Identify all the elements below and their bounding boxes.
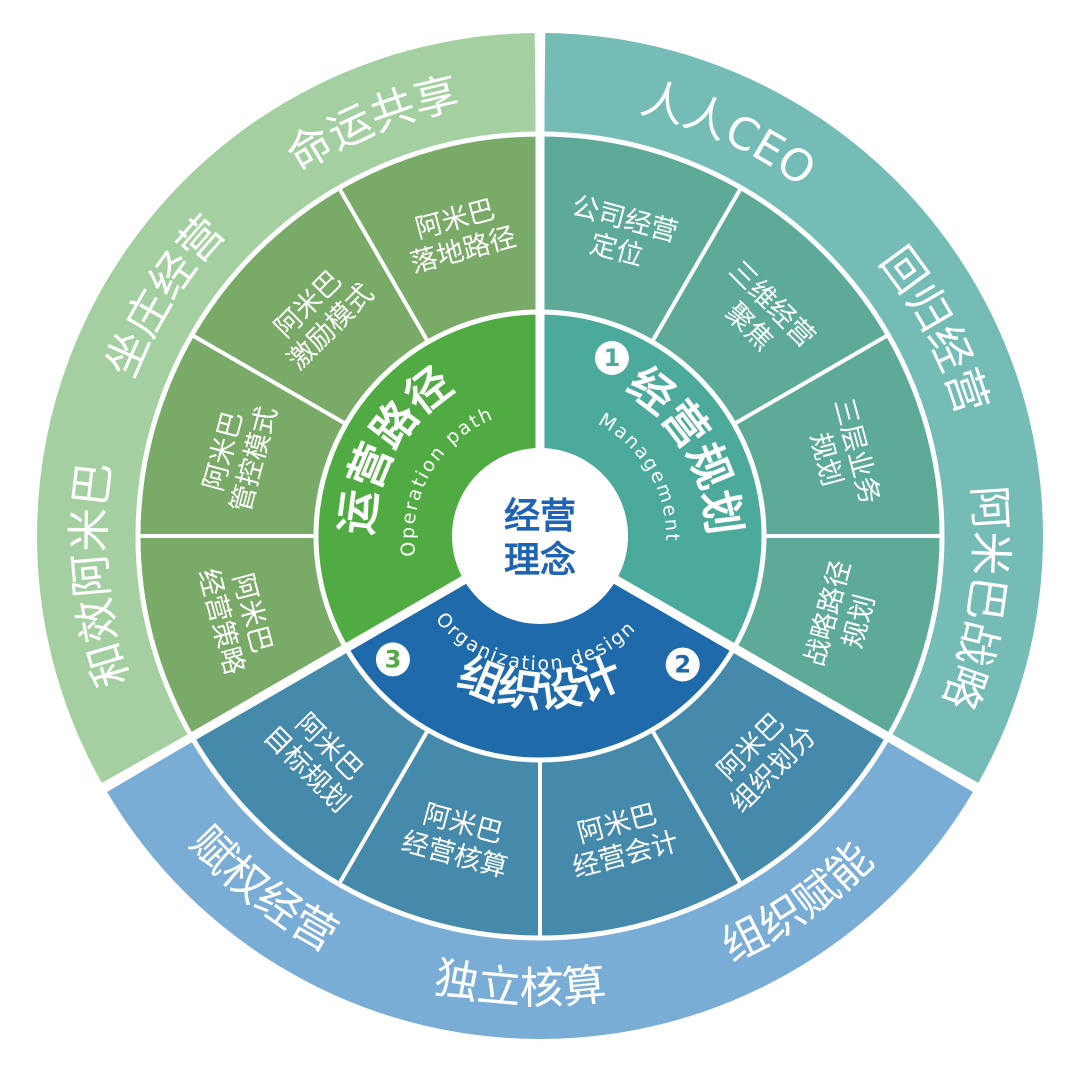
outer-ring-management [544, 33, 1043, 783]
cell-divider [338, 730, 429, 884]
center-hub [458, 454, 622, 618]
cell-divider [651, 730, 742, 884]
sector-separator [96, 575, 468, 795]
number-badge-text: 3 [385, 645, 402, 673]
outer-ring-organization [107, 741, 973, 1040]
mid-ring-operation [140, 136, 538, 733]
mid-ring-management [542, 136, 940, 733]
outer-ring-operation [37, 33, 536, 783]
number-badge-text: 2 [674, 650, 691, 678]
cell-divider [192, 334, 346, 425]
center-text: 经营 [504, 496, 576, 537]
number-badge [375, 642, 410, 677]
number-badge-text: 1 [604, 344, 621, 372]
center-text: 理念 [504, 539, 576, 581]
cell-divider [338, 188, 429, 342]
cell-divider [734, 334, 888, 425]
ring-gap-outer [135, 131, 945, 941]
cell-divider [651, 188, 742, 342]
inner-band-operation [317, 314, 539, 645]
sector-separator [612, 575, 984, 795]
inner-band-organization [349, 581, 731, 758]
sector-management: 公司经营定位三维经营聚焦三层业务规划战略路径规划人人CEO回归经营阿米巴战略经营… [541, 33, 1043, 783]
number-badge [594, 340, 629, 375]
inner-band-management [541, 314, 762, 645]
ring-gap-inner [313, 309, 767, 763]
number-badge [665, 647, 700, 682]
